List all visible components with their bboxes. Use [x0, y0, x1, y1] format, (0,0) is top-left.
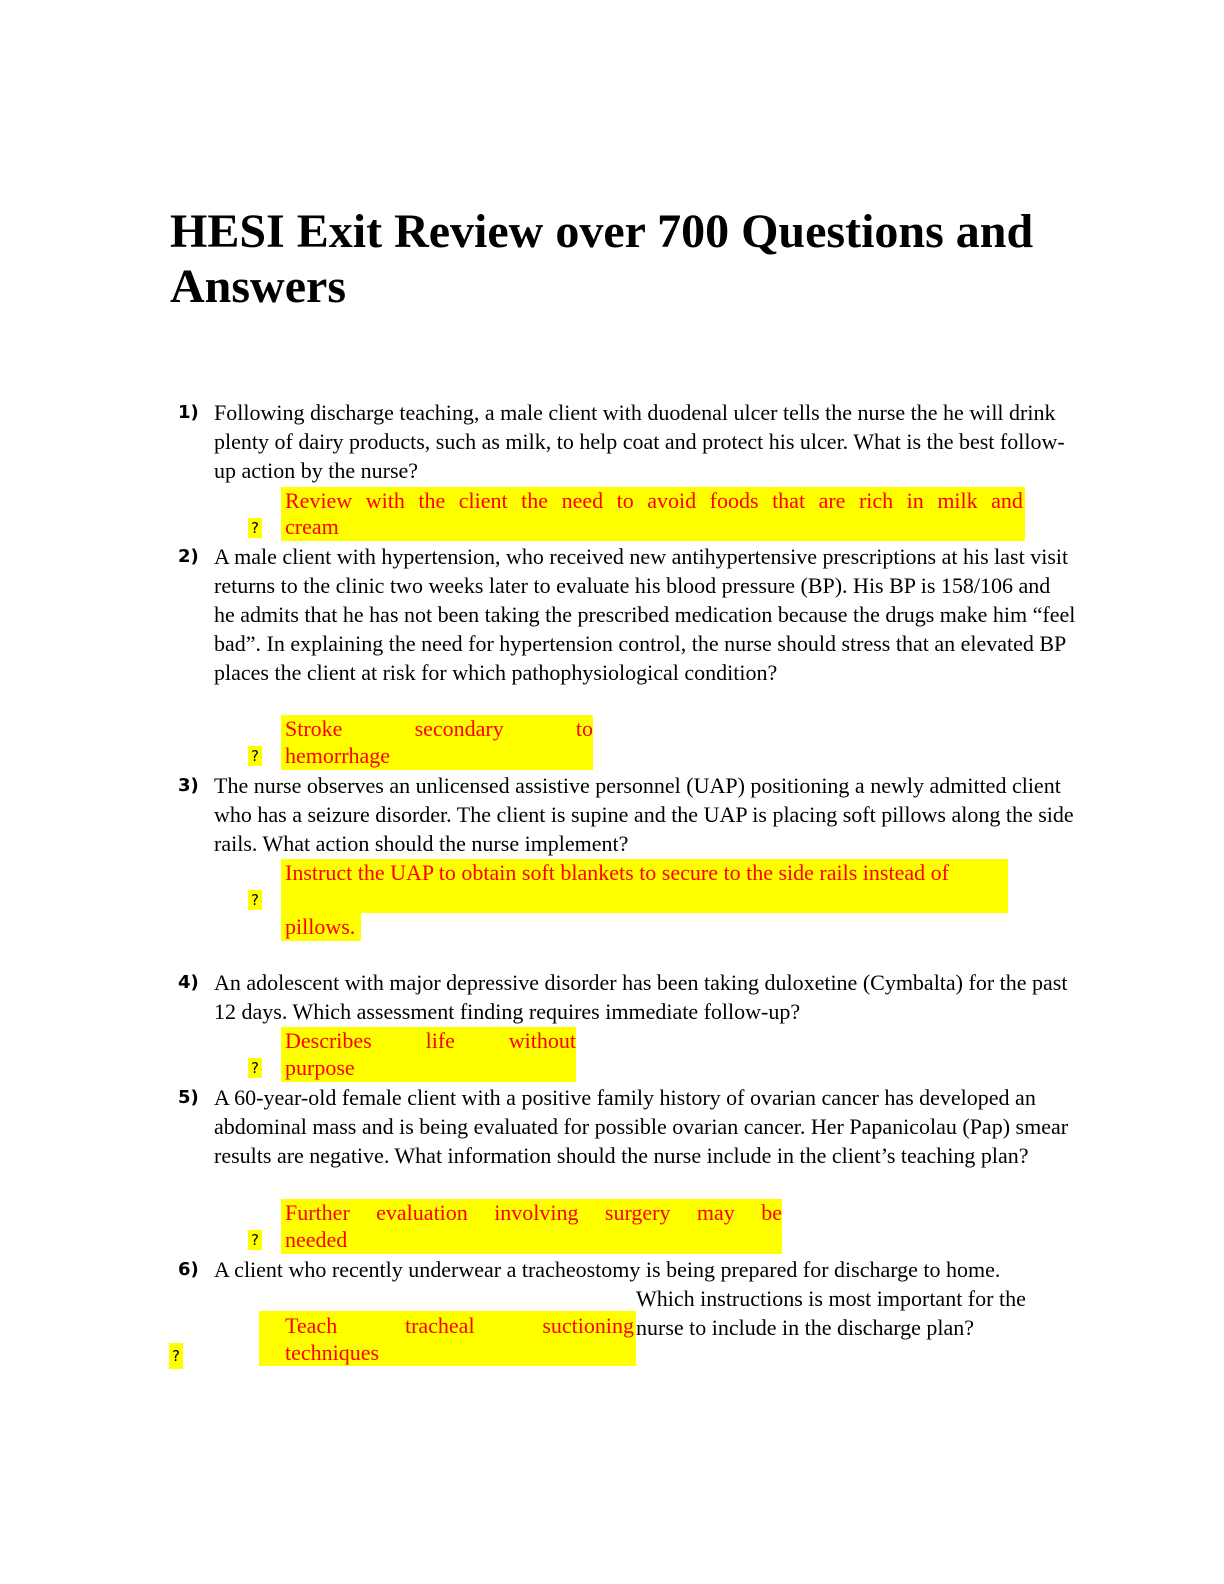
question-number: 4) [178, 972, 199, 993]
question-text: An adolescent with major depressive diso… [214, 970, 1068, 1024]
question-text: The nurse observes an unlicensed assisti… [214, 773, 1074, 856]
answer-word: may [696, 1200, 735, 1225]
answer-word: involving [494, 1200, 579, 1225]
answer-highlight [281, 1199, 782, 1254]
answer-word: secondary [414, 716, 504, 741]
answer-word: without [508, 1028, 576, 1053]
question-text: Following discharge teaching, a male cli… [214, 400, 1065, 483]
bullet-highlight [248, 1058, 262, 1078]
answer-highlight [281, 1027, 576, 1082]
answer-word: in [906, 488, 924, 513]
answer-highlight [281, 715, 593, 770]
answer-highlight [259, 1311, 636, 1366]
answer-highlight [281, 487, 1025, 541]
answer-word: milk [937, 488, 978, 513]
answer-word: life [425, 1028, 455, 1053]
question-number: 3) [178, 775, 199, 796]
bullet-highlight [248, 518, 262, 538]
answer-text-line2: cream [285, 514, 339, 539]
question-text-line3: nurse to include in the discharge plan? [636, 1315, 975, 1340]
question-number: 5) [178, 1087, 199, 1108]
answer-text-line2: hemorrhage [285, 743, 391, 768]
question-text: A male client with hypertension, who rec… [214, 544, 1076, 685]
answer-highlight [281, 913, 361, 941]
bullet-highlight [169, 1343, 183, 1369]
answer-text-line1: Further evaluation involving surgery may be [285, 1200, 782, 1226]
answer-word: and [991, 488, 1023, 513]
answer-word: Teach [285, 1313, 338, 1338]
answer-text-line2: pillows. [285, 914, 356, 939]
answer-word: be [761, 1200, 782, 1225]
answer-word: that [772, 488, 806, 513]
answer-word: are [818, 488, 846, 513]
question-number: 6) [178, 1259, 199, 1280]
answer-highlight [281, 859, 1008, 913]
answer-word: Review [285, 488, 353, 513]
document-title: HESI Exit Review over 700 Questions and … [170, 205, 1034, 313]
bullet-icon: ? [251, 747, 259, 765]
answer-text-line2: needed [285, 1227, 348, 1252]
answer-text-line1: Describes life without [285, 1028, 576, 1054]
bullet-highlight [248, 746, 262, 766]
question-number: 2) [178, 546, 199, 567]
answer-word: the [521, 488, 549, 513]
answer-text-line2: purpose [285, 1055, 355, 1080]
answer-word: Stroke [285, 716, 343, 741]
answer-word: surgery [604, 1200, 671, 1225]
bullet-icon: ? [251, 1231, 259, 1249]
answer-word: Further [285, 1200, 350, 1225]
bullet-icon: ? [251, 891, 259, 909]
answer-word: client [458, 488, 508, 513]
answer-word: to [616, 488, 634, 513]
answer-word: the [418, 488, 446, 513]
bullet-highlight [248, 1230, 262, 1250]
question-text: A 60-year-old female client with a posit… [214, 1085, 1069, 1168]
answer-word: Describes [285, 1028, 372, 1053]
bullet-icon: ? [251, 519, 259, 537]
bullet-highlight [248, 890, 262, 910]
answer-word: avoid [647, 488, 697, 513]
answer-word: suctioning [542, 1313, 634, 1338]
answer-word: foods [709, 488, 759, 513]
bullet-icon: ? [172, 1347, 180, 1365]
answer-word: evaluation [376, 1200, 468, 1225]
answer-text-line1: Teach tracheal suctioning [285, 1313, 634, 1339]
question-text-line2: Which instructions is most important for… [636, 1286, 1026, 1311]
answer-text-line1: Stroke secondary to [285, 716, 593, 742]
answer-text-line1: Instruct the UAP to obtain soft blankets… [285, 860, 949, 885]
bullet-icon: ? [251, 1059, 259, 1077]
answer-word: with [365, 488, 405, 513]
answer-text-line2: techniques [285, 1340, 380, 1365]
answer-word: rich [858, 488, 894, 513]
question-text-line1: A client who recently underwear a trache… [214, 1257, 1001, 1282]
question-number: 1) [178, 402, 199, 423]
answer-word: to [575, 716, 593, 741]
answer-word: need [561, 488, 604, 513]
answer-word: tracheal [404, 1313, 475, 1338]
